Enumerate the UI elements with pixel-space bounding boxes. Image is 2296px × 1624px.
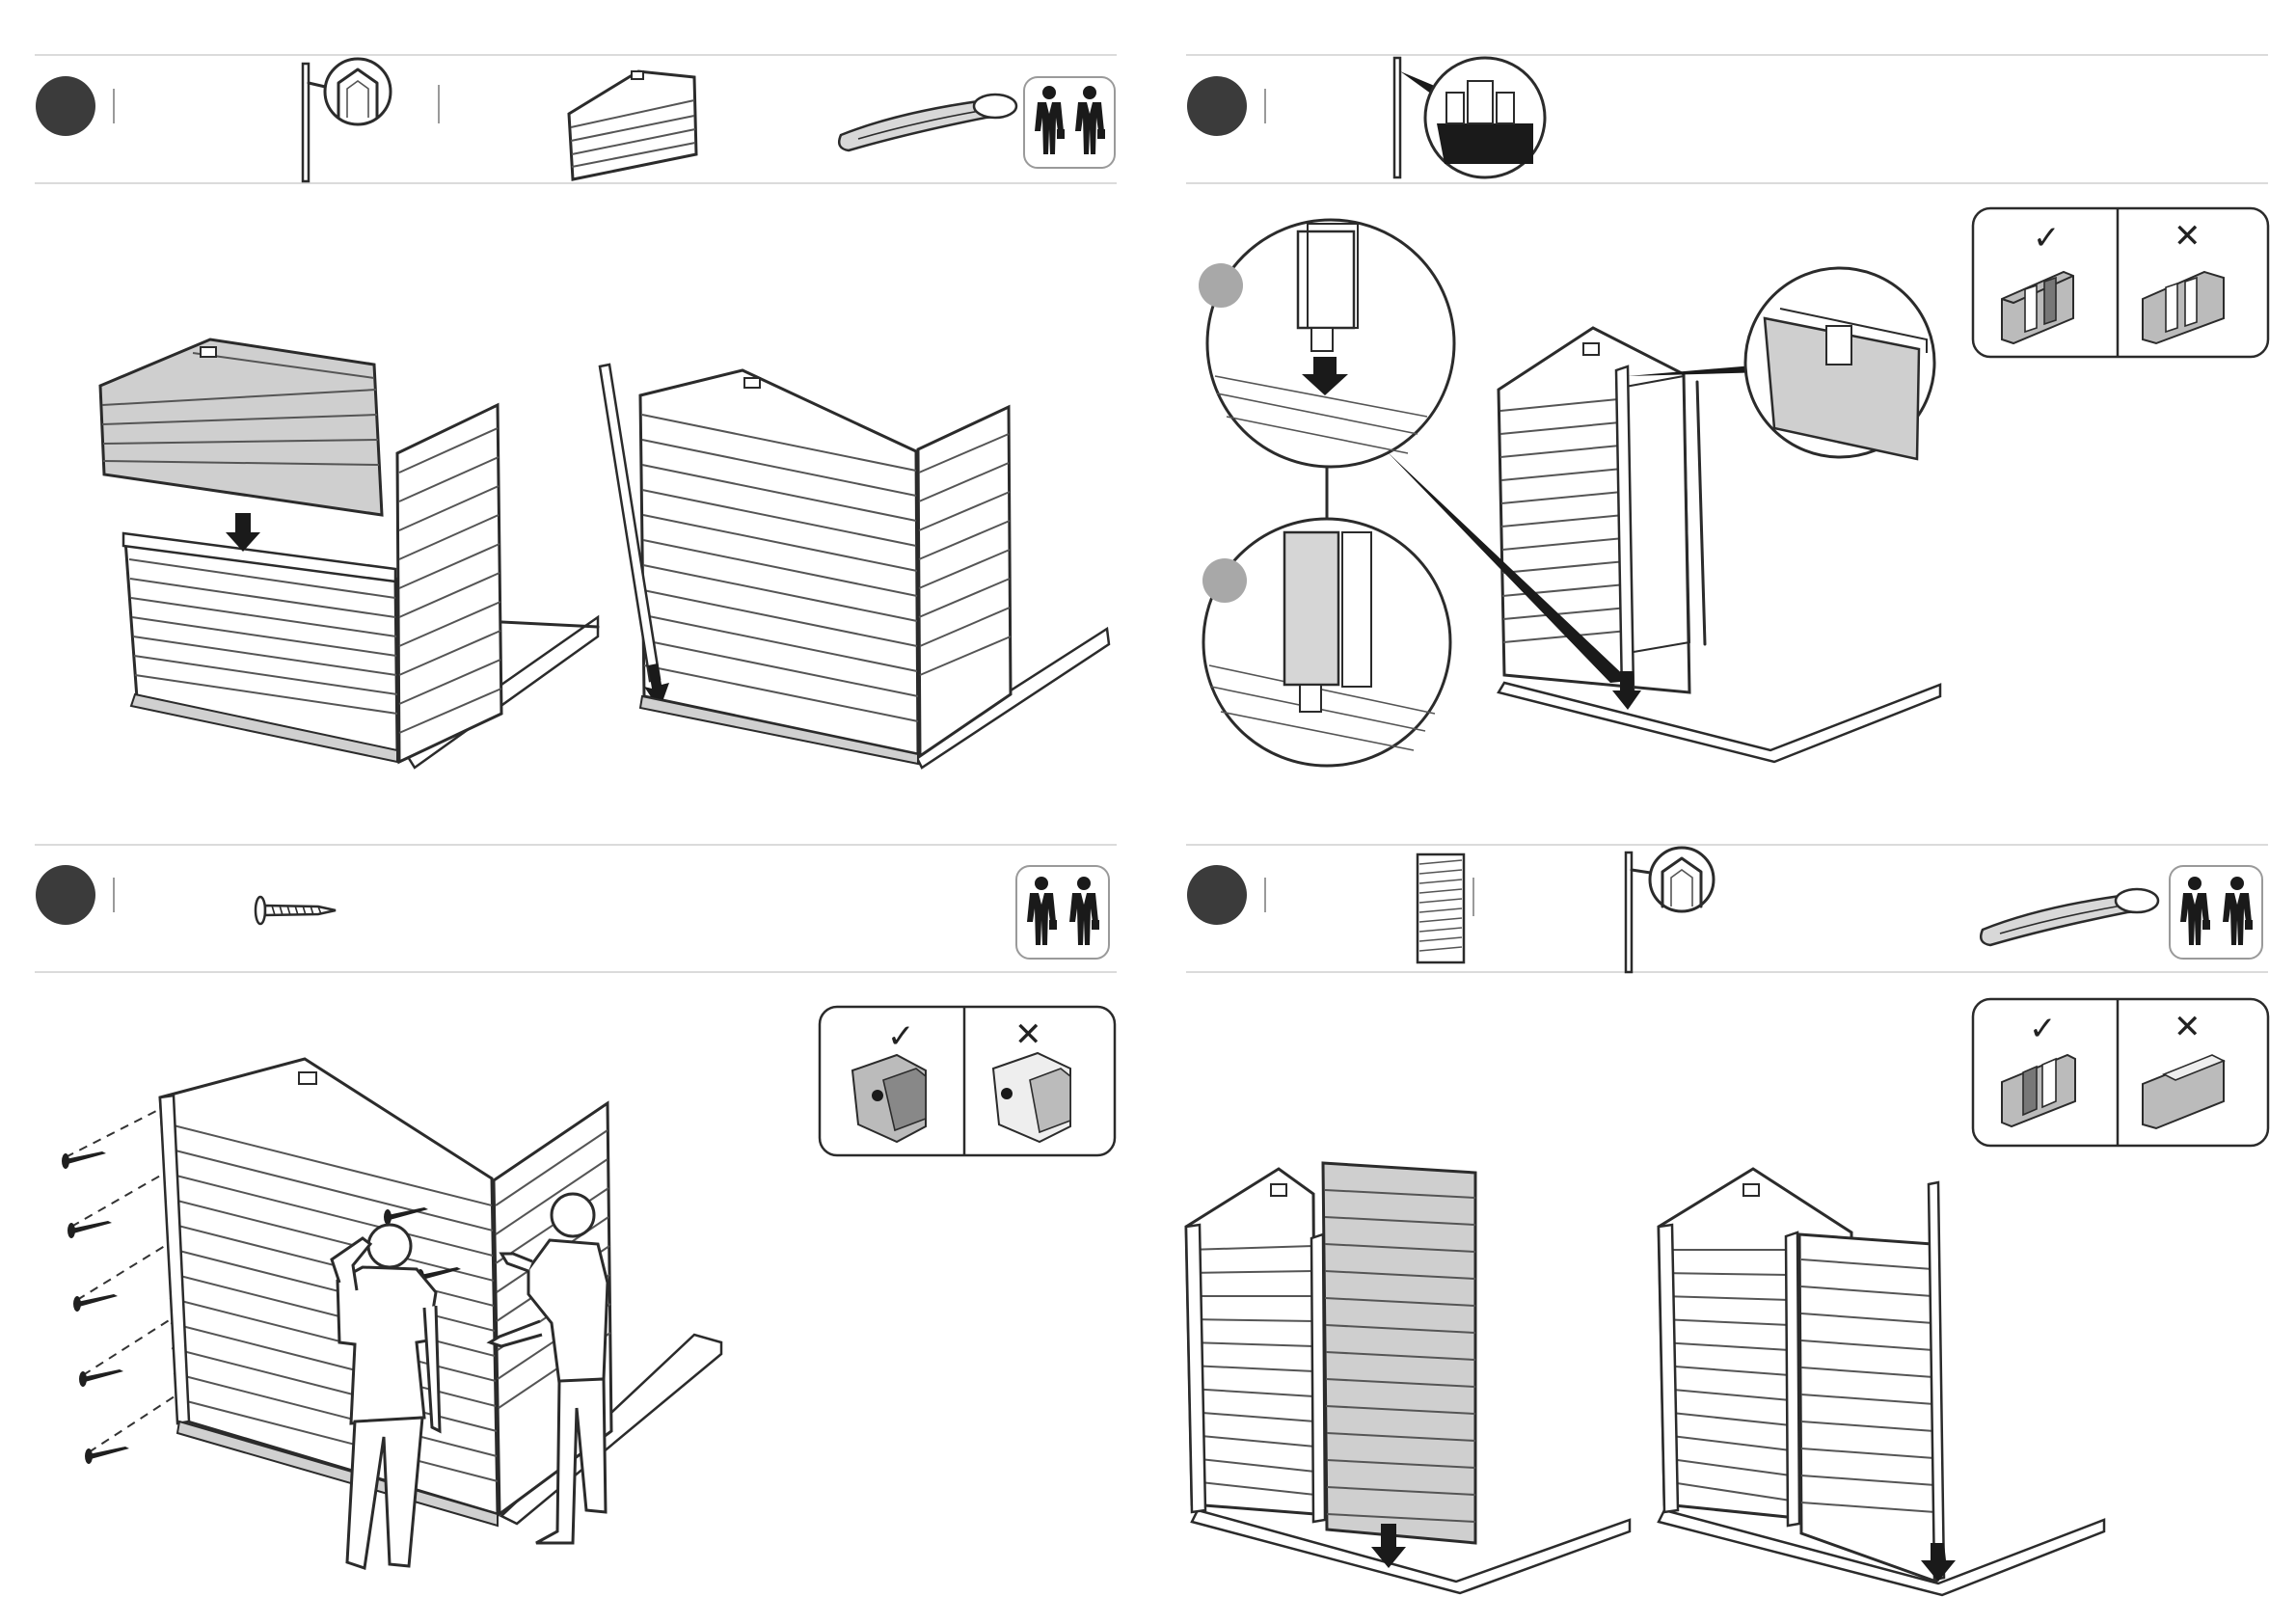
step-3-number-badge [36, 865, 95, 925]
wrong-mark: ✕ [2174, 1008, 2201, 1046]
step-2-panel: ✓ ✕ [1186, 55, 2268, 766]
two-persons-icon [2170, 866, 2262, 959]
corner-post-part [303, 59, 391, 181]
correct-mark: ✓ [2029, 1010, 2057, 1048]
step-1-panel [35, 55, 1117, 768]
screw-icon [85, 1447, 129, 1464]
wrong-mark: ✕ [1014, 1015, 1042, 1054]
screw-icon [68, 1221, 112, 1238]
step-4-number-badge [1187, 865, 1247, 925]
mallet-tool [839, 95, 1016, 150]
mallet-tool [1981, 889, 2158, 945]
step-4-orientation-box: ✓ ✕ [1973, 999, 2268, 1146]
correct-mark: ✓ [887, 1017, 915, 1056]
gable-panel-part [569, 71, 696, 179]
step-3-screwing-drawing [62, 1059, 721, 1568]
step-1-post-insert-drawing [600, 365, 1109, 768]
screw-part [256, 897, 336, 924]
detail-marker-a [1199, 263, 1243, 308]
step-2-orientation-box: ✓ ✕ [1973, 208, 2268, 357]
screw-icon [79, 1369, 123, 1387]
step-3-orientation-box: ✓ ✕ [820, 1007, 1115, 1155]
wrong-mark: ✕ [2174, 217, 2201, 256]
step-2-detail-zoom-top [1199, 220, 1454, 467]
step-3-panel: ✓ ✕ [35, 845, 1117, 1568]
detail-marker-b [1202, 558, 1247, 603]
step-2-detail-zoom-bottom [1202, 519, 1450, 766]
step-1-gable-lowering-drawing [100, 339, 598, 768]
step-4-post-added-drawing [1659, 1169, 2104, 1595]
corner-post-detail-part [1394, 58, 1545, 177]
two-persons-icon [1016, 866, 1109, 959]
correct-mark: ✓ [2033, 219, 2061, 257]
screw-icon [62, 1151, 106, 1169]
step-1-number-badge [36, 76, 95, 136]
two-persons-icon [1024, 77, 1115, 168]
step-4-panel: ✓ ✕ [1186, 845, 2268, 1595]
screw-icon [73, 1294, 118, 1312]
step-2-post-top-zoom [1745, 268, 1934, 459]
step-4-panel-slide-drawing [1186, 1163, 1630, 1593]
corner-post-part [1626, 848, 1714, 972]
step-2-number-badge [1187, 76, 1247, 136]
wall-panel-part [1418, 854, 1464, 962]
